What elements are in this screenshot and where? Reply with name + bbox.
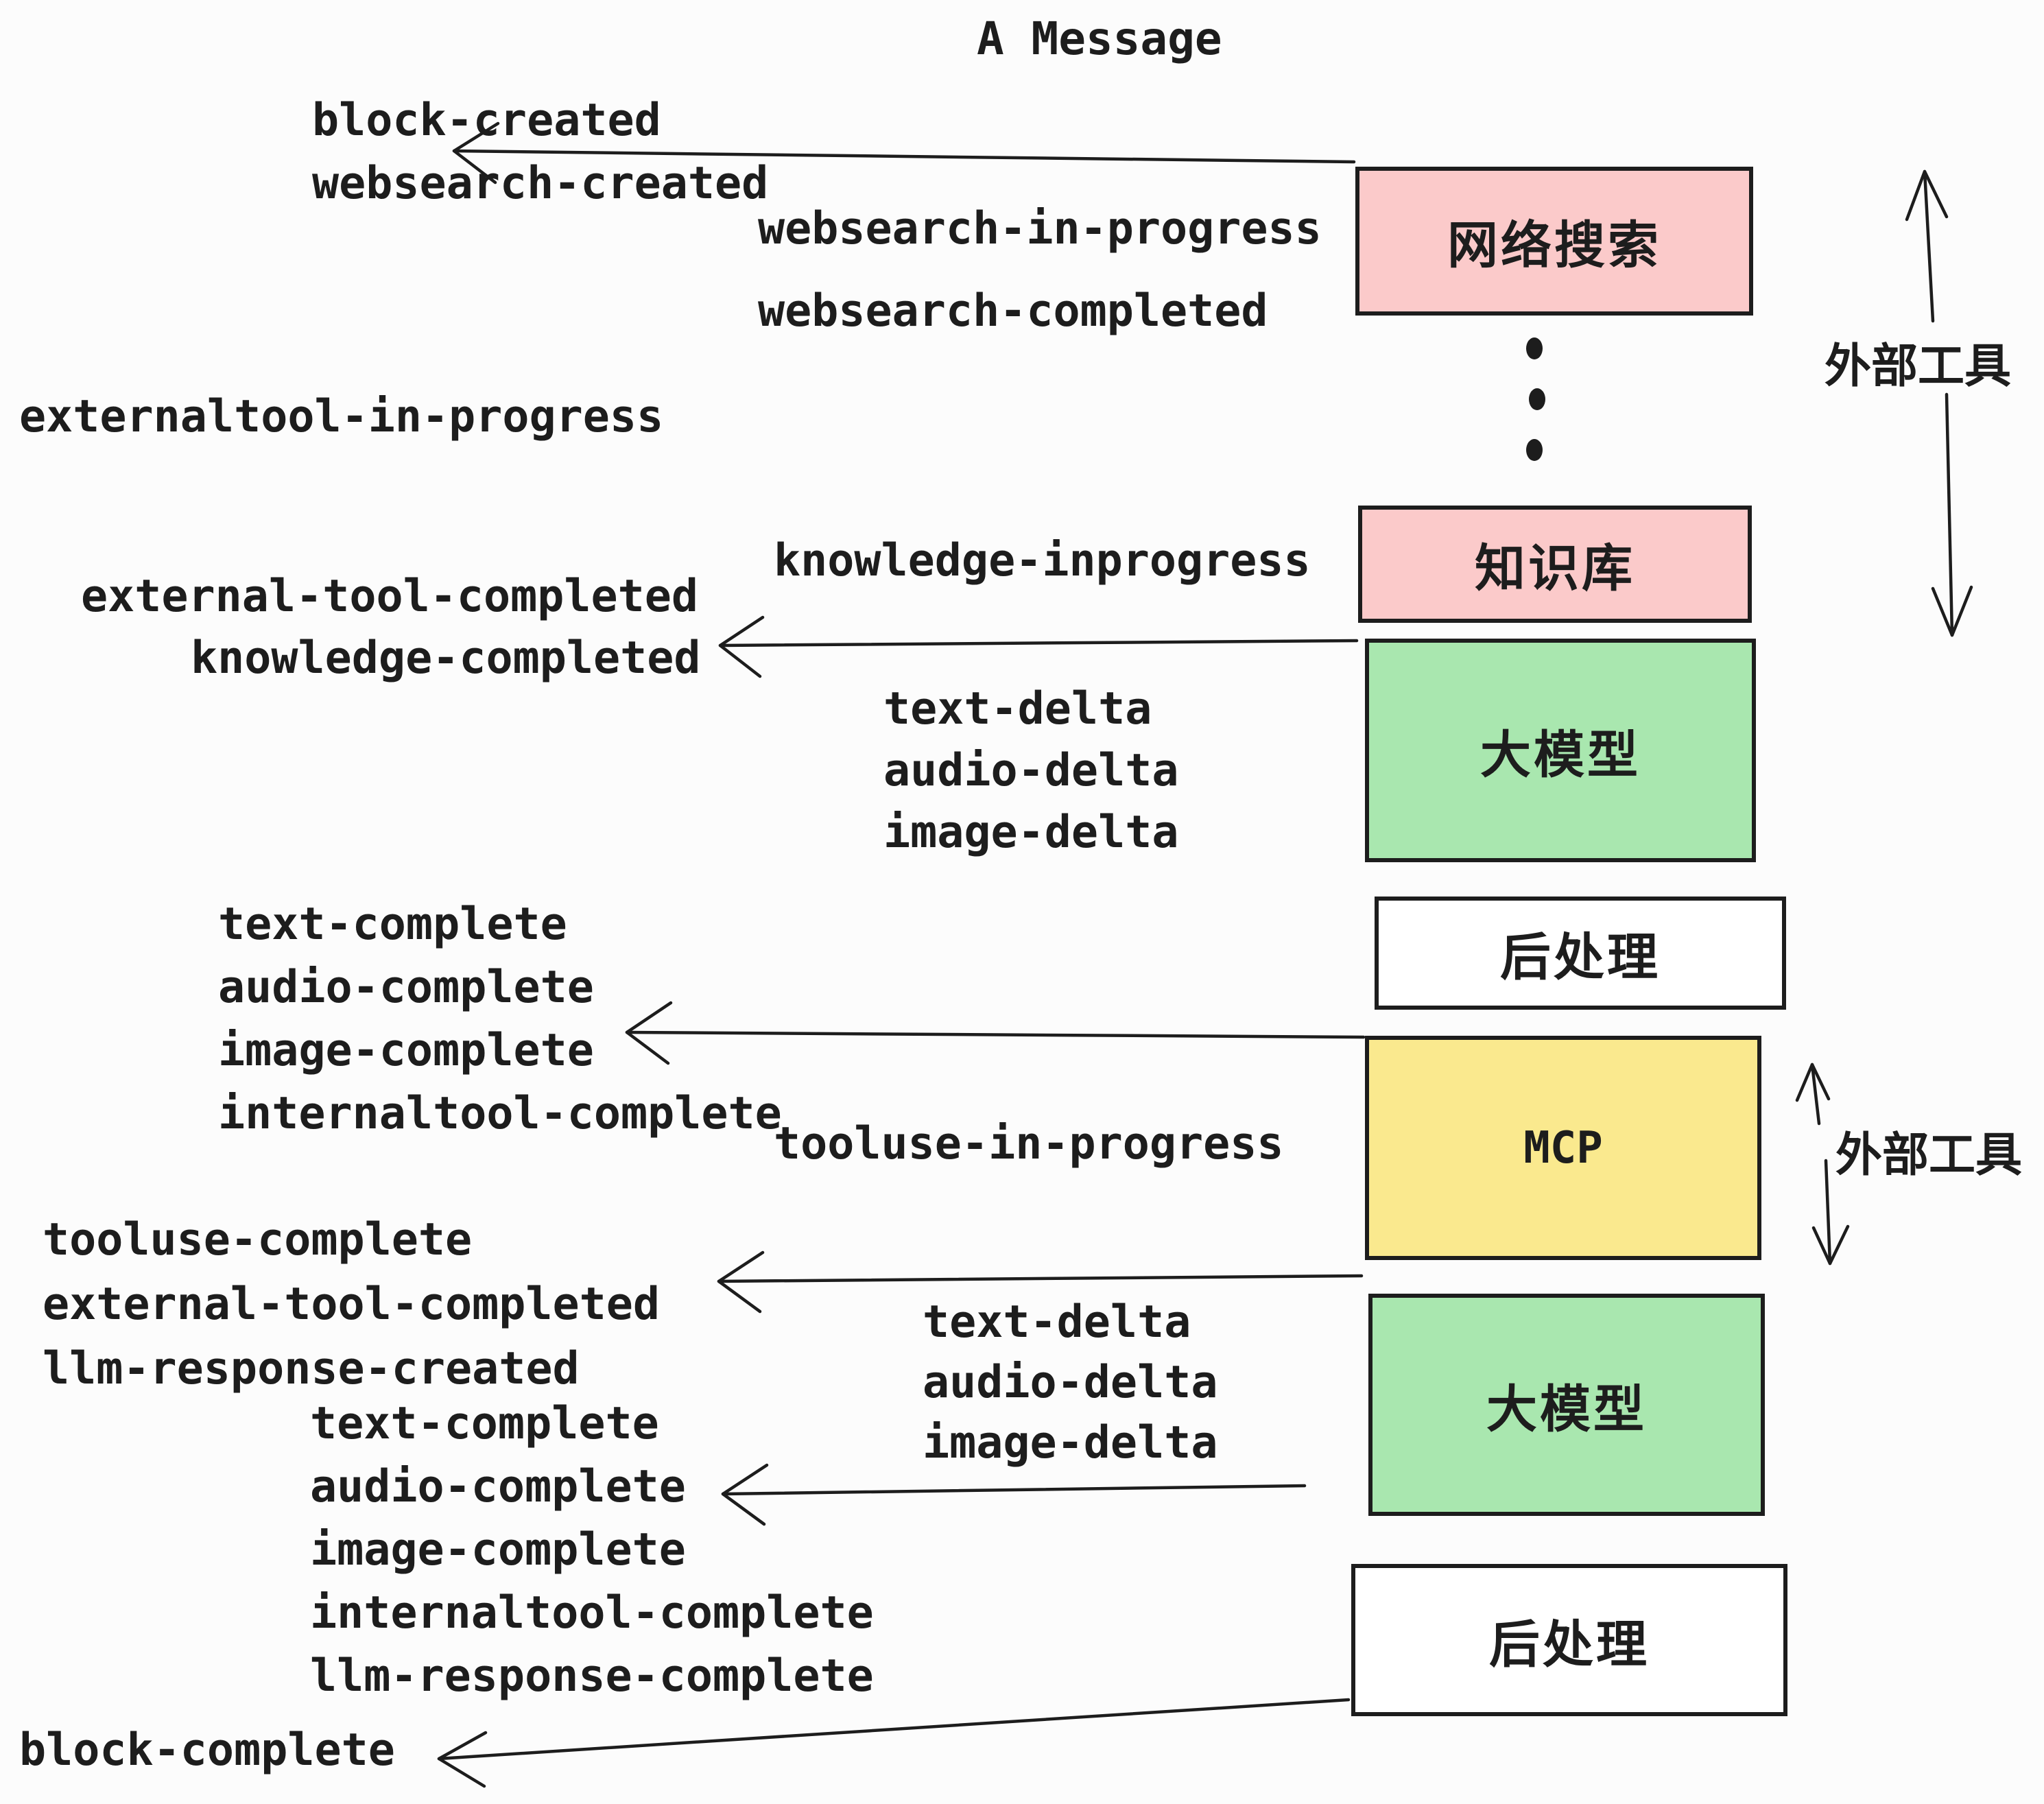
event-knowledge-inprogress: knowledge-inprogress bbox=[774, 535, 1311, 586]
event-text-complete-2: text-complete bbox=[310, 1398, 659, 1449]
box-llm-1-label: 大模型 bbox=[1480, 726, 1641, 783]
arrow-post2-to-block-complete bbox=[437, 1698, 1351, 1788]
event-tooluse-in-progress: tooluse-in-progress bbox=[774, 1118, 1284, 1170]
box-websearch-label: 网络搜索 bbox=[1447, 217, 1661, 274]
event-websearch-created: websearch-created bbox=[312, 158, 769, 209]
event-text-delta-2: text-delta bbox=[923, 1296, 1191, 1348]
event-external-tool-completed-1: external-tool-completed bbox=[81, 571, 699, 622]
arrow-post1-to-complete bbox=[625, 1001, 1366, 1065]
event-image-complete-2: image-complete bbox=[310, 1524, 686, 1576]
event-block-complete: block-complete bbox=[19, 1724, 395, 1776]
box-knowledge-label: 知识库 bbox=[1475, 540, 1635, 597]
box-mcp-label: MCP bbox=[1523, 1122, 1603, 1174]
event-websearch-in-progress: websearch-in-progress bbox=[758, 203, 1322, 254]
event-knowledge-completed: knowledge-completed bbox=[191, 632, 701, 684]
event-audio-delta-1: audio-delta bbox=[883, 745, 1179, 796]
event-audio-complete-1: audio-complete bbox=[218, 962, 594, 1013]
side-label-external-tools-2: 外部工具 bbox=[1835, 1129, 2023, 1181]
box-websearch: 网络搜索 bbox=[1355, 167, 1753, 316]
event-text-complete-1: text-complete bbox=[218, 899, 567, 950]
event-llm-response-created: llm-response-created bbox=[43, 1343, 580, 1394]
event-image-delta-2: image-delta bbox=[923, 1417, 1218, 1469]
ellipsis-dots bbox=[1526, 337, 1545, 461]
event-image-delta-1: image-delta bbox=[883, 807, 1179, 858]
box-post-2: 后处理 bbox=[1351, 1564, 1787, 1716]
diagram-title: A Message bbox=[977, 12, 1222, 65]
box-post-2-label: 后处理 bbox=[1489, 1615, 1650, 1673]
event-external-tool-completed-2: external-tool-completed bbox=[43, 1279, 661, 1330]
event-block-created: block-created bbox=[312, 95, 661, 146]
external-tools-span-arrow-1 bbox=[1905, 169, 1973, 637]
box-post-1-label: 后处理 bbox=[1500, 929, 1661, 986]
event-text-delta-1: text-delta bbox=[883, 683, 1152, 735]
event-audio-delta-2: audio-delta bbox=[923, 1357, 1218, 1408]
box-mcp: MCP bbox=[1365, 1036, 1761, 1260]
box-llm-2-label: 大模型 bbox=[1486, 1380, 1647, 1438]
arrow-knowledge-to-completed bbox=[718, 615, 1359, 678]
box-llm-2: 大模型 bbox=[1368, 1294, 1765, 1516]
event-image-complete-1: image-complete bbox=[218, 1025, 594, 1076]
event-internaltool-complete-1: internaltool-complete bbox=[218, 1088, 782, 1139]
event-externaltool-in-progress: externaltool-in-progress bbox=[19, 391, 664, 442]
box-knowledge: 知识库 bbox=[1358, 506, 1752, 623]
event-audio-complete-2: audio-complete bbox=[310, 1461, 686, 1512]
event-websearch-completed: websearch-completed bbox=[758, 285, 1268, 337]
event-internaltool-complete-2: internaltool-complete bbox=[310, 1587, 874, 1639]
event-llm-response-complete: llm-response-complete bbox=[310, 1650, 874, 1702]
side-label-external-tools-1: 外部工具 bbox=[1825, 340, 2012, 392]
box-post-1: 后处理 bbox=[1375, 897, 1786, 1010]
box-llm-1: 大模型 bbox=[1365, 639, 1756, 862]
event-tooluse-complete: tooluse-complete bbox=[43, 1214, 473, 1266]
